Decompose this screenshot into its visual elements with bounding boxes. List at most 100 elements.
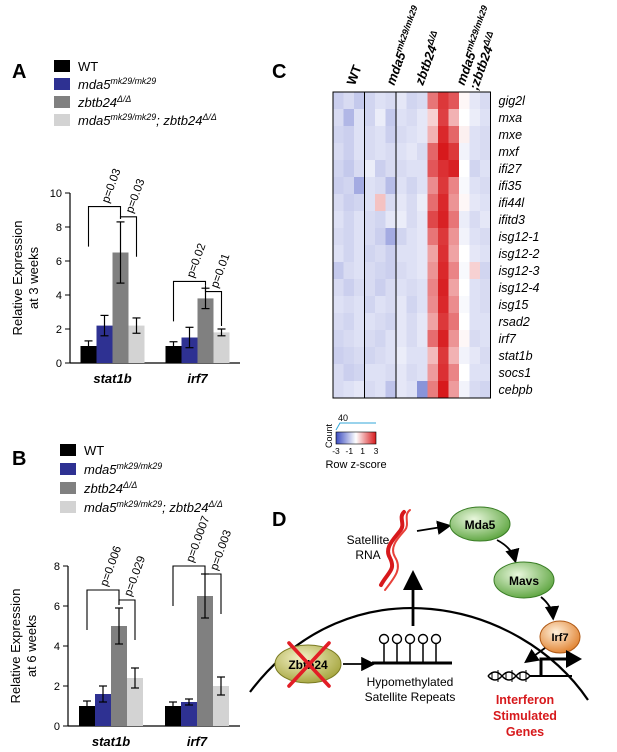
heatmap-cell-3-10 [438, 143, 449, 161]
heatmap-cell-0-2 [354, 92, 365, 110]
category-label-0: stat1b [93, 371, 131, 386]
heatmap-cell-8-2 [354, 228, 365, 246]
heatmap-cell-4-7 [406, 160, 418, 178]
heatmap-cell-1-9 [427, 109, 439, 127]
legend-swatch-0 [60, 444, 76, 456]
legend-label-0: WT [84, 443, 104, 458]
heatmap-cell-10-8 [417, 262, 428, 280]
arrow-mda5-to-mavs [496, 539, 520, 564]
heatmap-column-header-3: mda5mk29/mk29;zbtb24Δ/Δ [452, 4, 508, 92]
heatmap-cell-4-0 [333, 160, 344, 178]
heatmap-row-label-12: isg15 [499, 298, 529, 312]
heatmap-cell-1-10 [438, 109, 449, 127]
heatmap-cell-14-12 [459, 330, 470, 348]
heatmap-cell-13-5 [385, 313, 397, 331]
heatmap-cell-5-5 [385, 177, 397, 195]
heatmap-cell-14-0 [333, 330, 344, 348]
bar-stat1b-3 [128, 325, 145, 363]
heatmap-cell-11-11 [448, 279, 460, 297]
heatmap-cell-13-12 [459, 313, 470, 331]
heatmap-cell-0-9 [427, 92, 439, 110]
heatmap-cell-16-6 [396, 364, 407, 382]
p-value-label-2: p=0.02 [185, 242, 208, 279]
heatmap-cell-17-1 [343, 381, 355, 399]
heatmap-cell-7-6 [396, 211, 407, 229]
heatmap-row-label-16: socs1 [499, 366, 532, 380]
heatmap-cell-14-8 [417, 330, 428, 348]
heatmap-cell-16-9 [427, 364, 439, 382]
panel-label-d: D [272, 509, 286, 531]
heatmap-cell-12-2 [354, 296, 365, 314]
heatmap-cell-13-10 [438, 313, 449, 331]
legend-label-2: zbtb24Δ/Δ [77, 94, 131, 110]
category-label-0: stat1b [92, 734, 130, 749]
arrow-mavs-to-irf7 [540, 596, 560, 621]
heatmap-cell-4-9 [427, 160, 439, 178]
color-key-label: Row z-score [325, 459, 386, 471]
heatmap-cell-10-10 [438, 262, 449, 280]
heatmap-cell-5-4 [375, 177, 386, 195]
heatmap-cell-0-3 [364, 92, 376, 110]
heatmap-cell-3-13 [469, 143, 481, 161]
heatmap-cell-11-13 [469, 279, 481, 297]
heatmap-cell-0-14 [480, 92, 491, 110]
heatmap-cell-16-13 [469, 364, 481, 382]
heatmap-cell-3-12 [459, 143, 470, 161]
legend-swatch-0 [54, 60, 70, 72]
heatmap-cell-10-4 [375, 262, 386, 280]
heatmap-cell-5-13 [469, 177, 481, 195]
heatmap-cell-7-10 [438, 211, 449, 229]
heatmap-row-label-7: ifitd3 [499, 213, 525, 227]
heatmap-row-label-13: rsad2 [499, 315, 530, 329]
heatmap-cell-17-4 [375, 381, 386, 399]
heatmap-row-label-3: mxf [499, 145, 521, 159]
heatmap-cell-4-1 [343, 160, 355, 178]
legend-label-1: mda5mk29/mk29 [78, 76, 156, 92]
legend-label-1: mda5mk29/mk29 [84, 461, 162, 477]
heatmap-cell-5-14 [480, 177, 491, 195]
heatmap-cell-3-5 [385, 143, 397, 161]
heatmap-cell-10-0 [333, 262, 344, 280]
legend-swatch-2 [54, 96, 70, 108]
heatmap-cell-7-8 [417, 211, 428, 229]
heatmap-cell-10-12 [459, 262, 470, 280]
heatmap-cell-12-0 [333, 296, 344, 314]
y-tick-label-2: 4 [56, 290, 62, 302]
legend-swatch-2 [60, 482, 76, 494]
heatmap-cell-4-13 [469, 160, 481, 178]
heatmap-cell-2-9 [427, 126, 439, 144]
heatmap-cell-1-6 [396, 109, 407, 127]
p-value-label-3: p=0.01 [209, 252, 232, 289]
heatmap-row-label-17: cebpb [499, 383, 533, 397]
heatmap-cell-14-14 [480, 330, 491, 348]
heatmap-cell-2-14 [480, 126, 491, 144]
heatmap-cell-3-1 [343, 143, 355, 161]
heatmap-cell-9-9 [427, 245, 439, 263]
heatmap-cell-0-4 [375, 92, 386, 110]
heatmap-cell-9-0 [333, 245, 344, 263]
heatmap-cell-7-13 [469, 211, 481, 229]
arrow-rna-to-mda5 [416, 520, 452, 535]
heatmap-cell-10-11 [448, 262, 460, 280]
heatmap-cell-9-2 [354, 245, 365, 263]
heatmap-cell-1-8 [417, 109, 428, 127]
heatmap-cell-9-11 [448, 245, 460, 263]
heatmap-border [332, 91, 491, 399]
heatmap-cell-5-2 [354, 177, 365, 195]
heatmap-row-label-14: irf7 [499, 332, 517, 346]
heatmap-cell-8-5 [385, 228, 397, 246]
heatmap-cell-12-4 [375, 296, 386, 314]
heatmap-cell-11-12 [459, 279, 470, 297]
knockout-cross-icon [287, 641, 331, 688]
heatmap-cell-4-2 [354, 160, 365, 178]
heatmap-cell-15-10 [438, 347, 449, 365]
legend-swatch-3 [54, 114, 70, 126]
heatmap-cell-2-8 [417, 126, 428, 144]
heatmap-cell-5-6 [396, 177, 407, 195]
p-value-label-2: p=0.0007 [185, 515, 213, 564]
heatmap-cell-17-9 [427, 381, 439, 399]
heatmap-cell-9-10 [438, 245, 449, 263]
heatmap-cell-16-0 [333, 364, 344, 382]
